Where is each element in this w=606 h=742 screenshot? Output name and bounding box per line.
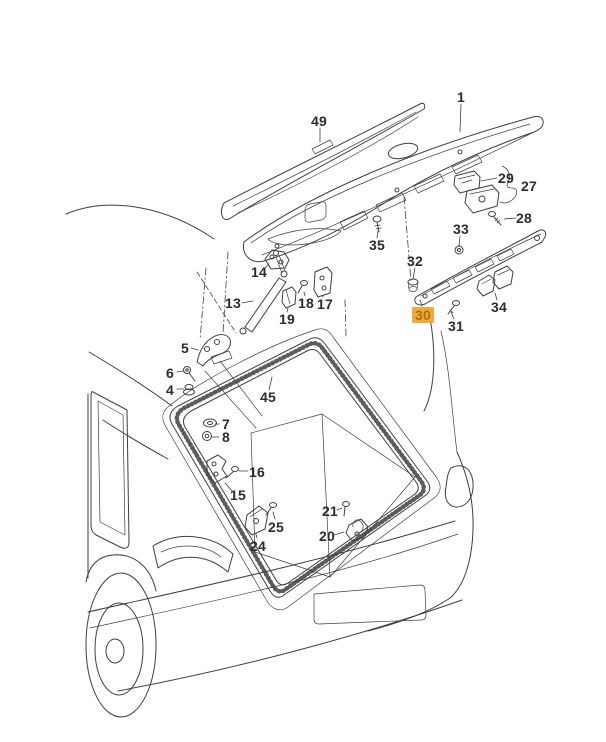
alignment-lines	[196, 196, 412, 341]
part-label-4[interactable]: 4	[166, 382, 174, 398]
part-label-49[interactable]: 49	[311, 113, 327, 129]
part-label-15[interactable]: 15	[230, 487, 246, 503]
part-label-30[interactable]: 30	[412, 307, 434, 323]
part-label-31[interactable]: 31	[448, 318, 464, 334]
part-label-33[interactable]: 33	[453, 221, 469, 237]
part-label-7[interactable]: 7	[222, 416, 230, 432]
liftgate-panel-artwork	[243, 115, 544, 263]
part-label-17[interactable]: 17	[317, 296, 333, 312]
part-label-18[interactable]: 18	[298, 295, 314, 311]
lower-trim-strip-artwork	[414, 229, 547, 306]
part-label-20[interactable]: 20	[319, 528, 335, 544]
part-label-21[interactable]: 21	[322, 503, 338, 519]
part-label-25[interactable]: 25	[268, 519, 284, 535]
part-label-6[interactable]: 6	[166, 365, 174, 381]
gas-strut-artwork	[239, 250, 288, 335]
part-label-32[interactable]: 32	[407, 253, 423, 269]
part-label-45[interactable]: 45	[260, 389, 276, 405]
part-label-34[interactable]: 34	[491, 299, 507, 315]
leader-lines	[176, 103, 517, 539]
trunk-interior-artwork	[204, 360, 416, 578]
part-label-35[interactable]: 35	[369, 237, 385, 253]
lock-parts-artwork	[453, 165, 518, 226]
part-label-28[interactable]: 28	[516, 210, 532, 226]
part-label-8[interactable]: 8	[222, 429, 230, 445]
part-label-27[interactable]: 27	[521, 178, 537, 194]
aperture-seal-artwork	[162, 328, 441, 611]
part-label-29[interactable]: 29	[498, 170, 514, 186]
part-label-14[interactable]: 14	[251, 264, 267, 280]
part-label-16[interactable]: 16	[249, 464, 265, 480]
part-label-1[interactable]: 1	[457, 89, 465, 105]
hinge-and-bracket-artwork	[196, 243, 369, 542]
spoiler-part-artwork	[221, 102, 426, 221]
part-label-13[interactable]: 13	[225, 295, 241, 311]
part-label-24[interactable]: 24	[250, 538, 266, 554]
part-label-19[interactable]: 19	[279, 311, 295, 327]
fastener-parts-artwork	[183, 215, 464, 517]
part-label-5[interactable]: 5	[181, 340, 189, 356]
